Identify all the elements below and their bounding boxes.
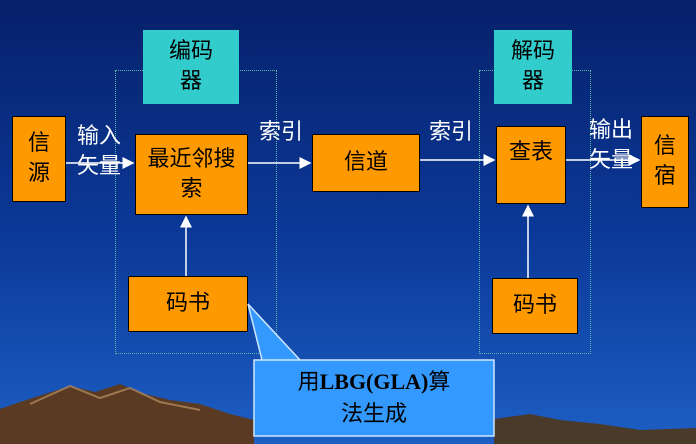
lookup-label: 查表 xyxy=(508,140,553,165)
channel-label: 信道 xyxy=(343,150,388,175)
index-label-1: 索引 xyxy=(258,120,303,145)
decoder-codebook-label: 码书 xyxy=(512,293,557,318)
index-label-2: 索引 xyxy=(428,120,473,145)
encoder-header: 编码器 xyxy=(143,30,239,104)
decoder-header: 解码器 xyxy=(494,30,572,104)
mountain-silhouette xyxy=(0,384,696,444)
callout-bold: LBG(GLA) xyxy=(319,368,429,394)
source-label: 信源 xyxy=(27,131,50,186)
callout-line1: 用LBG(GLA)算 xyxy=(298,366,451,399)
callout-prefix: 用 xyxy=(297,369,320,395)
encoder-label: 编码器 xyxy=(168,39,213,94)
encoder-codebook-label: 码书 xyxy=(165,291,210,316)
callout-text: 用LBG(GLA)算 法生成 xyxy=(254,360,494,436)
callout-line2: 法生成 xyxy=(340,401,407,427)
nn-search-label: 最近邻搜索 xyxy=(147,146,236,202)
source-box: 信源 xyxy=(12,116,66,202)
callout-shape xyxy=(247,303,495,437)
nn-search-box: 最近邻搜索 xyxy=(135,134,248,215)
callout-suffix: 算 xyxy=(428,369,451,395)
input-vector-label: 输入矢量 xyxy=(76,124,121,179)
lookup-box: 查表 xyxy=(496,126,566,204)
sink-box: 信宿 xyxy=(641,116,689,208)
decoder-label: 解码器 xyxy=(510,39,555,94)
decoder-codebook-box: 码书 xyxy=(492,278,578,334)
encoder-codebook-box: 码书 xyxy=(128,276,248,332)
channel-box: 信道 xyxy=(312,134,420,192)
sink-label: 信宿 xyxy=(653,134,676,189)
